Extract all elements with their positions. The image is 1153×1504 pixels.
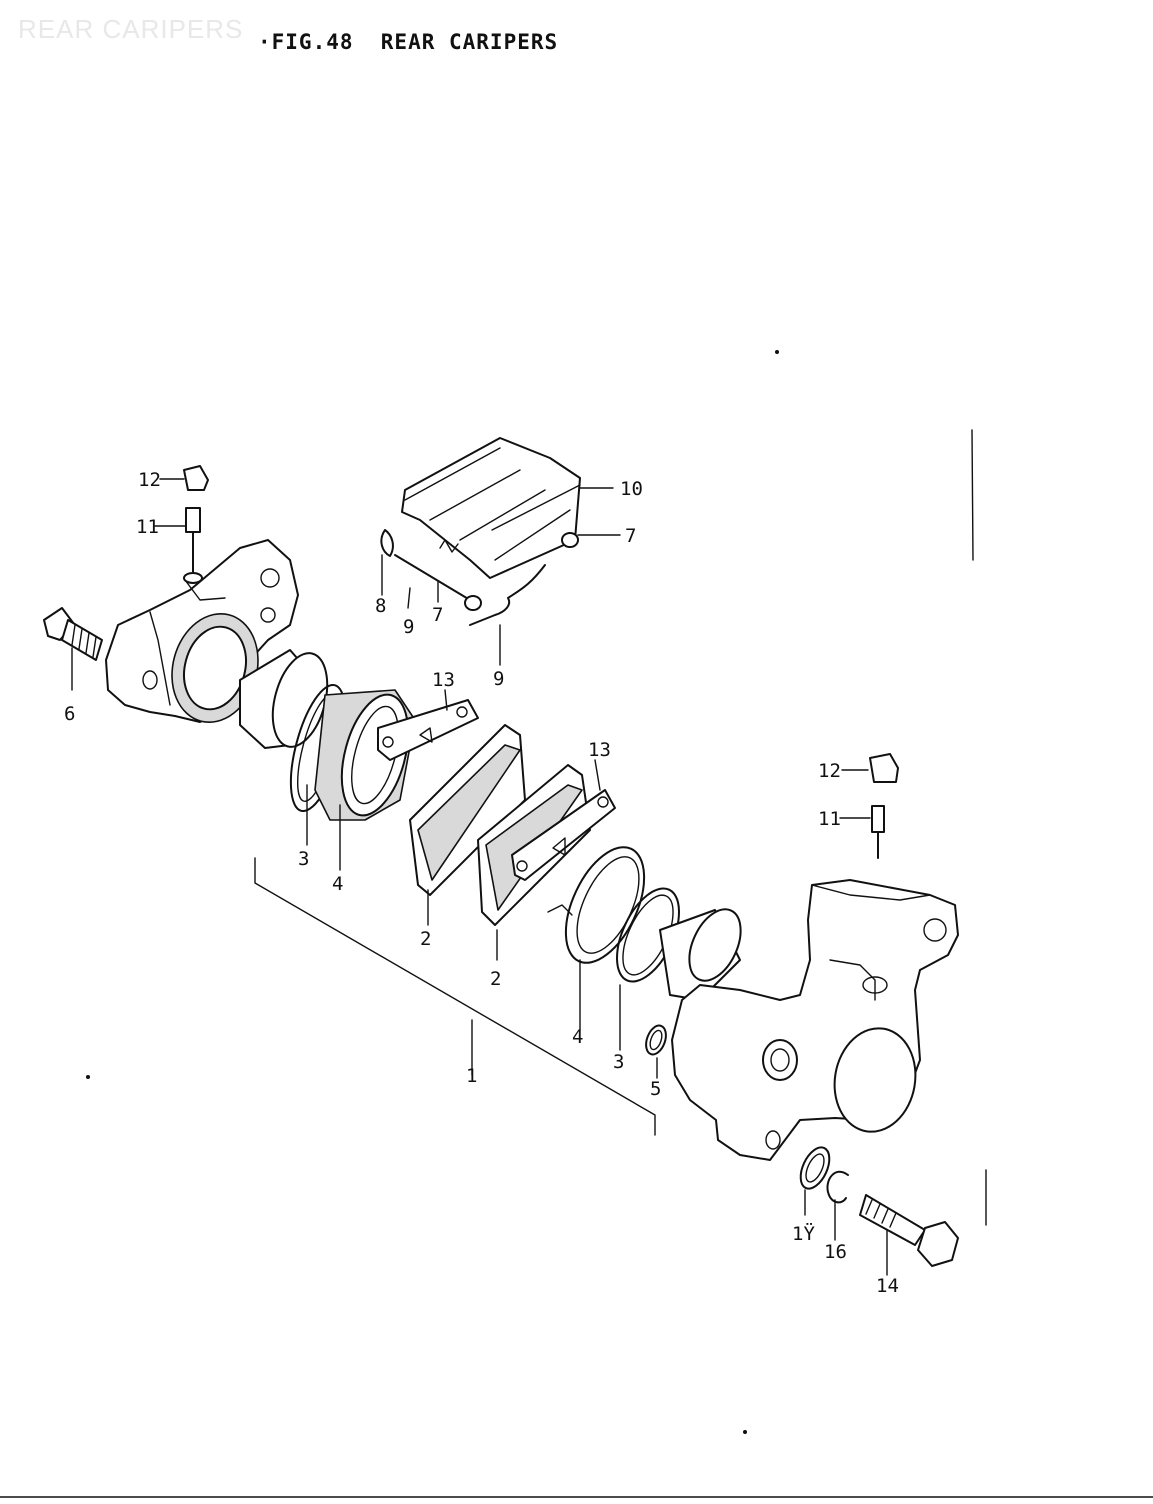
callout-2-left: 2	[420, 928, 431, 950]
callout-8: 8	[375, 595, 386, 617]
callout-9-right: 9	[493, 668, 504, 690]
circlip-16	[826, 1170, 849, 1204]
washer-15	[799, 1146, 831, 1190]
callout-10: 10	[620, 478, 643, 500]
callout-7-upper: 7	[625, 525, 636, 547]
callout-15: 1Ÿ	[792, 1222, 815, 1245]
callout-4-right: 4	[572, 1026, 583, 1048]
pad-pin-clip	[380, 529, 394, 557]
assembly-bracket	[254, 857, 656, 1136]
right-piston	[659, 908, 742, 1001]
callout-11-left: 11	[136, 516, 159, 538]
callout-9-left: 9	[403, 616, 414, 638]
left-dust-boot	[314, 689, 416, 821]
figure-title: ·FIG.48 REAR CARIPERS	[258, 30, 559, 54]
right-caliper-body	[671, 879, 959, 1161]
callout-12-left: 12	[138, 469, 161, 491]
callout-13-left: 13	[432, 669, 455, 691]
left-shim	[377, 699, 479, 761]
callout-1: 1	[466, 1065, 477, 1087]
callout-16: 16	[824, 1241, 847, 1263]
callout-3-right: 3	[613, 1051, 624, 1073]
left-bleeder-cap	[183, 465, 209, 491]
left-bleeder-valve	[183, 507, 203, 584]
callout-14: 14	[876, 1275, 899, 1297]
right-bleeder-valve	[871, 805, 885, 859]
pad-spring	[439, 539, 546, 626]
watermark: REAR CARIPERS	[18, 14, 244, 44]
pad-cover	[401, 437, 581, 579]
left-piston	[239, 649, 329, 749]
callout-4-left: 4	[332, 873, 343, 895]
callout-3-left: 3	[298, 848, 309, 870]
callout-2-right: 2	[490, 968, 501, 990]
leader-lines	[71, 478, 888, 1276]
callout-13-right: 13	[588, 739, 611, 761]
o-ring-5	[645, 1024, 667, 1056]
pad-cover-pin	[561, 532, 579, 548]
callout-11-right: 11	[818, 808, 841, 830]
callout-5: 5	[650, 1078, 661, 1100]
right-bleeder-cap	[869, 753, 899, 783]
left-caliper-body	[105, 539, 299, 724]
right-dust-boot	[564, 846, 646, 964]
right-caliper-bolt	[859, 1194, 959, 1267]
callout-12-right: 12	[818, 760, 841, 782]
right-shim	[511, 789, 616, 881]
pad-pin	[394, 554, 482, 611]
callout-7-lower: 7	[432, 604, 443, 626]
left-caliper-bolt	[43, 607, 103, 661]
callout-6: 6	[64, 703, 75, 725]
